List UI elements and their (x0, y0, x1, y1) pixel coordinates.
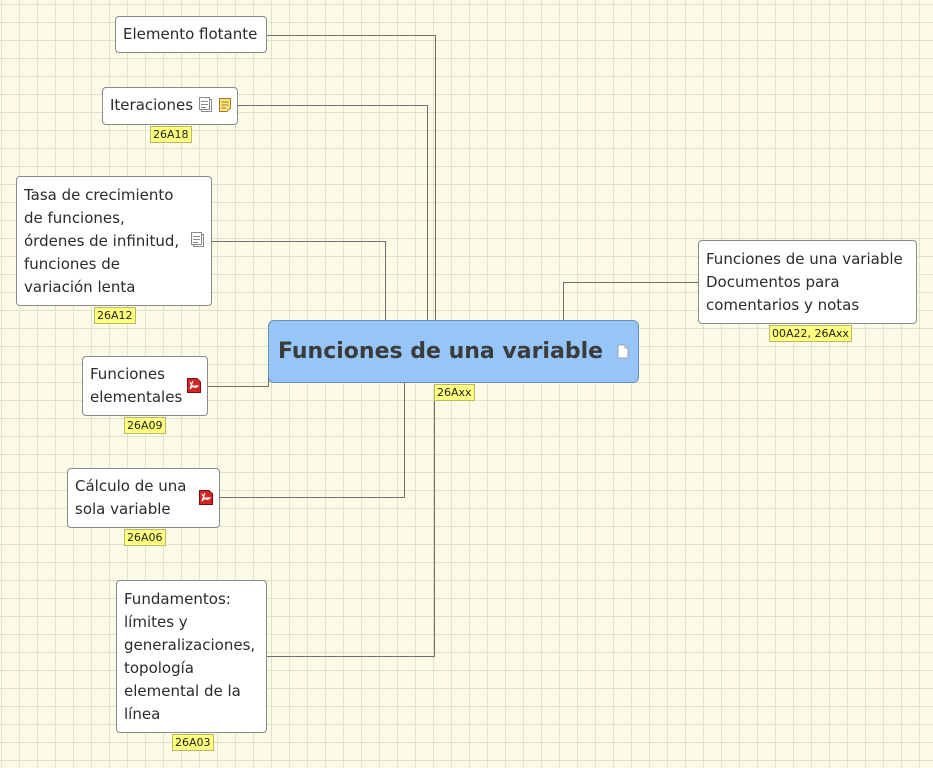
topic-label: Cálculo de una sola variable (75, 477, 187, 518)
topic-label: Funciones de una variable Documentos par… (706, 250, 903, 314)
topic-tasa-crecimiento[interactable]: Tasa de crecimiento de funciones, órdene… (16, 176, 212, 306)
topic-calculo-una-variable[interactable]: Cálculo de una sola variable (67, 468, 220, 528)
pdf-icon[interactable] (198, 489, 214, 506)
topic-elemento-flotante[interactable]: Elemento flotante (115, 16, 267, 53)
note-icon[interactable] (190, 232, 206, 248)
pdf-icon[interactable] (186, 377, 202, 394)
topic-label: Fundamentos: límites y generalizaciones,… (124, 590, 256, 723)
topic-label: Iteraciones (110, 96, 194, 114)
topic-tag: 26A06 (124, 529, 166, 546)
topic-label: Elemento flotante (123, 25, 258, 43)
topic-label: Tasa de crecimiento de funciones, órdene… (24, 186, 180, 296)
topic-iteraciones[interactable]: Iteraciones (102, 87, 238, 125)
central-topic[interactable]: Funciones de una variable (268, 320, 639, 383)
topic-funciones-elementales[interactable]: Funciones elementales (82, 356, 208, 416)
topic-tag: 26A18 (150, 126, 192, 143)
topic-label: Funciones elementales (90, 365, 183, 406)
central-topic-title: Funciones de una variable (277, 339, 604, 364)
topic-tag: 00A22, 26Axx (769, 325, 853, 342)
central-topic-tag: 26Axx (434, 384, 475, 401)
topic-tag: 26A12 (94, 307, 136, 324)
sticky-note-icon[interactable] (218, 97, 232, 120)
topic-tag: 26A03 (172, 734, 214, 751)
topic-documentos[interactable]: Funciones de una variable Documentos par… (698, 240, 917, 324)
topic-fundamentos[interactable]: Fundamentos: límites y generalizaciones,… (116, 580, 267, 733)
topic-tag: 26A09 (124, 417, 166, 434)
note-icon[interactable] (198, 97, 214, 113)
page-icon[interactable] (617, 344, 629, 359)
